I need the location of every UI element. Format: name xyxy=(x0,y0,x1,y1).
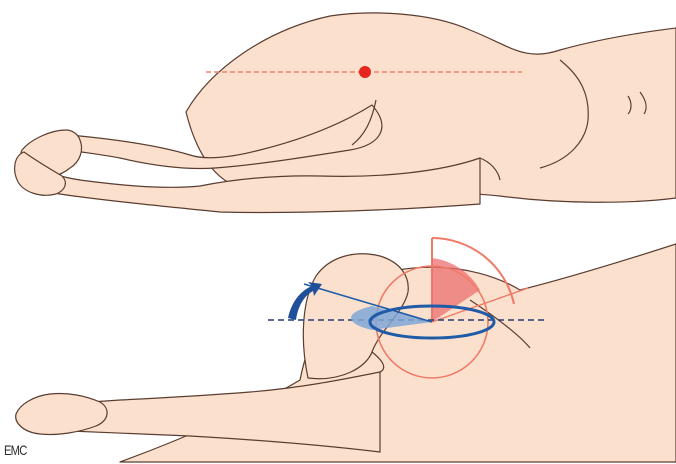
bottom-figure xyxy=(16,244,676,462)
publisher-credit: EMC xyxy=(4,442,27,458)
hip-marker-dot xyxy=(359,66,371,78)
top-figure xyxy=(15,13,676,213)
